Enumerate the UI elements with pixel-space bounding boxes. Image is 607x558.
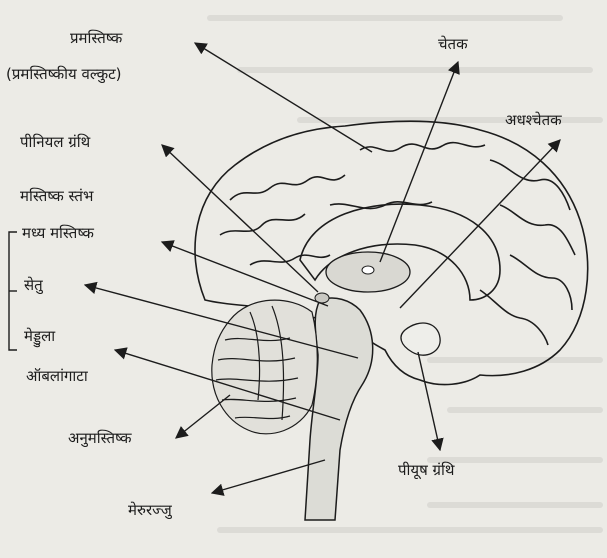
label-medulla: मेड्डुला xyxy=(24,326,55,346)
cerebrum-shape xyxy=(195,121,588,384)
pituitary-shape xyxy=(401,323,440,355)
pineal-shape xyxy=(315,293,329,303)
arrow-pons xyxy=(85,285,358,358)
arrow-hypothalamus xyxy=(400,140,560,308)
label-pituitary-gland: पीयूष ग्रंथि xyxy=(398,460,454,480)
thalamus-center xyxy=(362,266,374,274)
arrow-thalamus xyxy=(380,62,458,262)
brainstem-shape xyxy=(305,298,373,520)
arrow-midbrain xyxy=(162,242,328,306)
label-cerebellum: अनुमस्तिष्क xyxy=(68,428,132,448)
thalamus-shape xyxy=(326,252,410,292)
label-pons: सेतु xyxy=(24,275,43,295)
brainstem-bracket xyxy=(9,232,17,350)
arrow-medulla xyxy=(115,350,340,420)
arrow-cerebellum xyxy=(176,395,230,438)
label-hypothalamus: अधश्चेतक xyxy=(505,110,562,130)
label-midbrain: मध्य मस्तिष्क xyxy=(22,223,94,243)
pointer-arrows xyxy=(85,43,560,493)
arrow-cerebrum xyxy=(195,43,372,152)
label-cerebrum: प्रमस्तिष्क xyxy=(70,28,122,48)
label-spinal-cord: मेरुरज्जु xyxy=(128,500,172,520)
arrow-spinal-cord xyxy=(212,460,325,493)
label-thalamus: चेतक xyxy=(438,34,468,54)
arrow-pineal xyxy=(162,145,318,292)
label-brain-stem: मस्तिष्क स्तंभ xyxy=(20,186,93,206)
cerebellum-shape xyxy=(212,300,317,434)
label-medulla-oblongata: ऑबलांगाटा xyxy=(26,366,88,386)
label-cerebral-cortex: (प्रमस्तिष्कीय वल्कुट) xyxy=(6,64,122,84)
background-text-texture xyxy=(210,18,600,530)
arrow-pituitary xyxy=(418,352,440,450)
label-pineal-gland: पीनियल ग्रंथि xyxy=(20,132,90,152)
